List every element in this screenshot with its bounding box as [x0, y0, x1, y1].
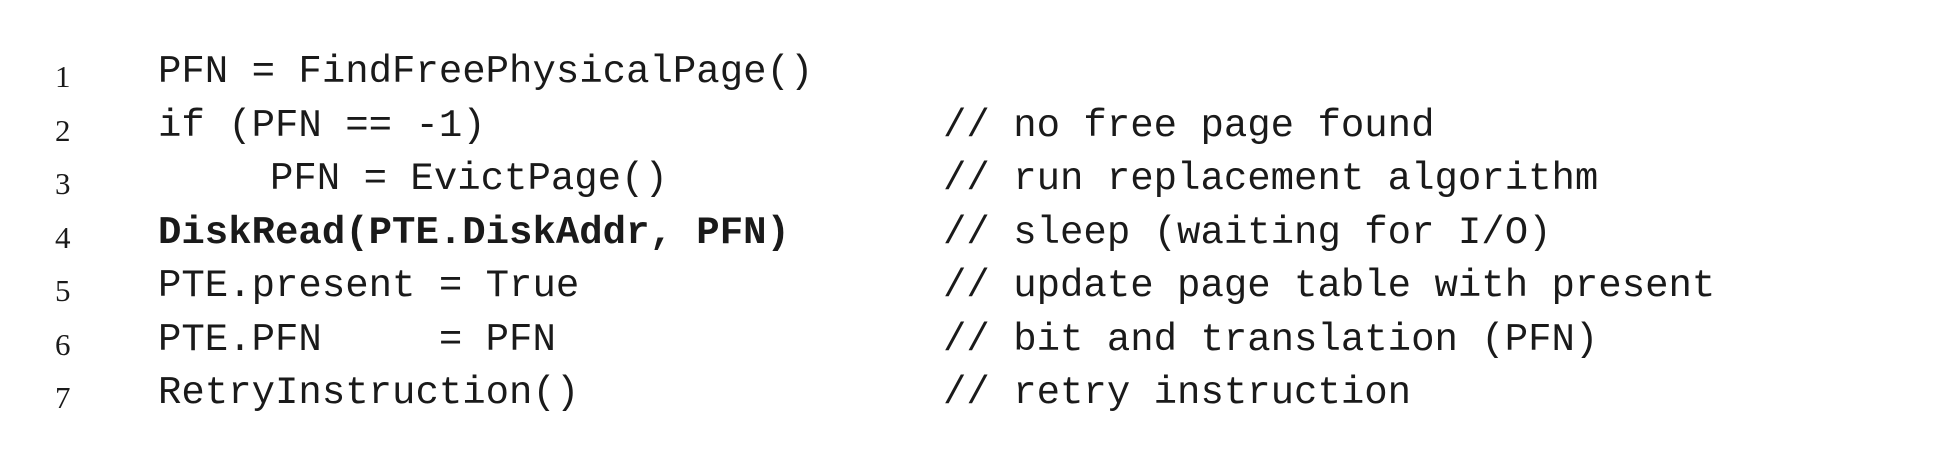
- code-listing: 1 PFN = FindFreePhysicalPage() 2 if (PFN…: [0, 46, 1938, 421]
- code-statement: PFN = EvictPage(): [270, 157, 668, 201]
- code-statement: RetryInstruction(): [158, 371, 580, 415]
- code-line-1: 1 PFN = FindFreePhysicalPage(): [0, 46, 1938, 100]
- code-line-5: 5 PTE.present = True // update page tabl…: [0, 260, 1938, 314]
- code-statement: PTE.present = True: [158, 264, 580, 308]
- line-number: 1: [55, 59, 71, 94]
- code-statement: PFN = FindFreePhysicalPage(): [158, 50, 814, 94]
- code-comment: // sleep (waiting for I/O): [943, 210, 1552, 255]
- code-line-4: 4 DiskRead(PTE.DiskAddr, PFN) // sleep (…: [0, 207, 1938, 261]
- code-comment: // no free page found: [943, 103, 1435, 148]
- code-comment: // update page table with present: [943, 264, 1716, 308]
- code-comment: // bit and translation (PFN): [943, 317, 1599, 362]
- line-number: 6: [55, 326, 71, 362]
- line-number: 5: [55, 273, 71, 308]
- line-number: 7: [55, 380, 71, 415]
- line-number: 3: [55, 166, 71, 201]
- code-statement-highlighted: DiskRead(PTE.DiskAddr, PFN): [158, 210, 790, 255]
- line-number: 2: [55, 112, 71, 148]
- code-statement: if (PFN == -1): [158, 103, 486, 148]
- code-line-6: 6 PTE.PFN = PFN // bit and translation (…: [0, 314, 1938, 368]
- code-comment: // retry instruction: [943, 371, 1412, 415]
- code-line-3: 3 PFN = EvictPage() // run replacement a…: [0, 153, 1938, 207]
- code-comment: // run replacement algorithm: [943, 157, 1599, 201]
- code-statement: PTE.PFN = PFN: [158, 317, 556, 362]
- code-line-7: 7 RetryInstruction() // retry instructio…: [0, 367, 1938, 421]
- code-line-2: 2 if (PFN == -1) // no free page found: [0, 100, 1938, 154]
- line-number: 4: [55, 219, 71, 255]
